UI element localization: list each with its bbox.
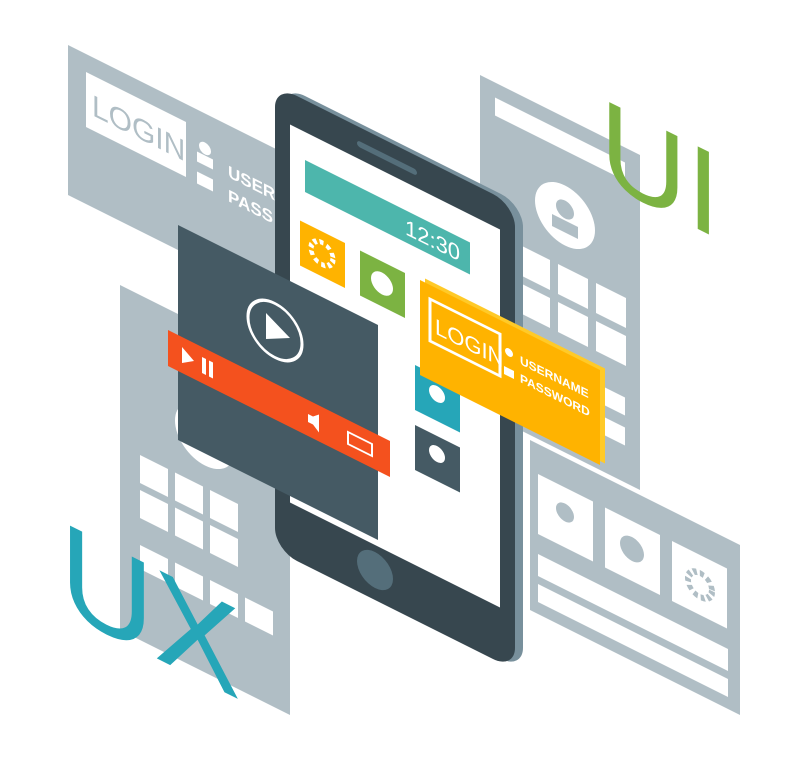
location-pin-icon xyxy=(429,445,445,463)
play-icon xyxy=(266,313,290,339)
login-button[interactable] xyxy=(428,296,502,379)
location-pin-icon xyxy=(429,385,445,403)
smartphone: 12:30 xyxy=(275,93,523,662)
back-login-panel: LOGIN USER PASS xyxy=(68,45,283,303)
pause-icon[interactable] xyxy=(202,357,206,375)
user-icon xyxy=(199,141,211,156)
home-button[interactable] xyxy=(357,543,393,597)
gear-icon xyxy=(308,238,336,269)
settings-tile[interactable] xyxy=(300,220,345,289)
speaker xyxy=(357,141,417,175)
lock-icon xyxy=(197,171,213,192)
volume-icon[interactable] xyxy=(308,409,319,433)
login-card: LOGIN USERNAME PASSWORD xyxy=(420,278,605,465)
chat-icon xyxy=(620,535,644,563)
lock-icon xyxy=(504,366,514,379)
video-player xyxy=(178,225,378,540)
clock-bar xyxy=(305,160,470,275)
icons-panel xyxy=(530,440,740,715)
grid-tiles xyxy=(140,455,273,636)
play-icon[interactable] xyxy=(182,347,194,369)
login-box xyxy=(86,72,186,177)
play-button[interactable] xyxy=(246,290,304,371)
user-icon xyxy=(505,348,513,357)
location-pin-icon xyxy=(556,502,574,523)
fullscreen-icon[interactable] xyxy=(347,430,373,458)
video-controls xyxy=(168,330,390,477)
gear-icon xyxy=(685,568,715,602)
chat-icon xyxy=(371,271,393,296)
